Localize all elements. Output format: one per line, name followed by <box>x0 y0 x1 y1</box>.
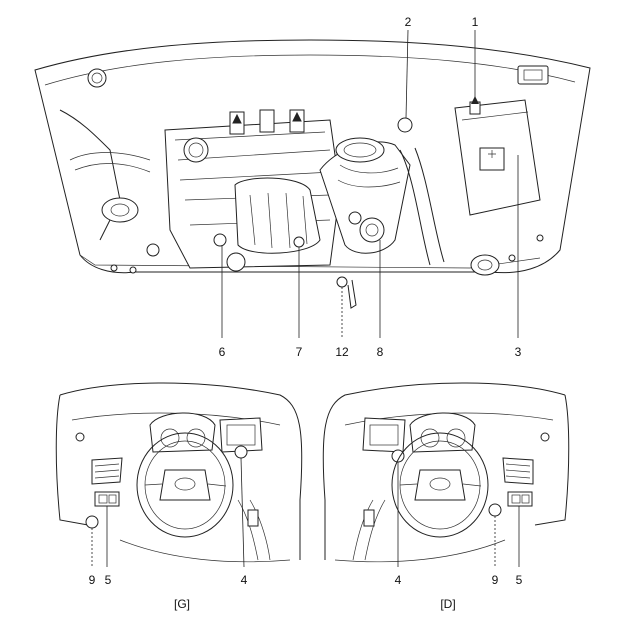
callout-8: 8 <box>377 345 384 359</box>
engine-bay-illustration <box>34 39 591 309</box>
left-dashboard-leaders <box>91 457 245 568</box>
callout-4-left: 4 <box>241 573 248 587</box>
caption-left: [G] <box>174 597 190 611</box>
right-dashboard-leaders <box>397 462 520 567</box>
callout-6: 6 <box>219 345 226 359</box>
left-hand-drive-dashboard-illustration <box>55 382 303 563</box>
callout-9-right: 9 <box>492 573 499 587</box>
callout-4-right: 4 <box>395 573 402 587</box>
callout-5-right: 5 <box>516 573 523 587</box>
engine-callouts: 1 2 3 6 7 12 8 <box>219 15 522 359</box>
callout-5-left: 5 <box>105 573 112 587</box>
engine-leaders <box>221 29 519 338</box>
right-hand-drive-dashboard-illustration <box>322 382 570 563</box>
callout-2: 2 <box>405 15 412 29</box>
caption-right: [D] <box>440 597 455 611</box>
callout-1: 1 <box>472 15 479 29</box>
right-dashboard-callouts: 4 9 5 [D] <box>395 573 523 611</box>
callout-3: 3 <box>515 345 522 359</box>
callout-9-left: 9 <box>89 573 96 587</box>
left-dashboard-callouts: 9 5 4 [G] <box>89 573 248 611</box>
callout-7: 7 <box>296 345 303 359</box>
callout-12: 12 <box>335 345 349 359</box>
